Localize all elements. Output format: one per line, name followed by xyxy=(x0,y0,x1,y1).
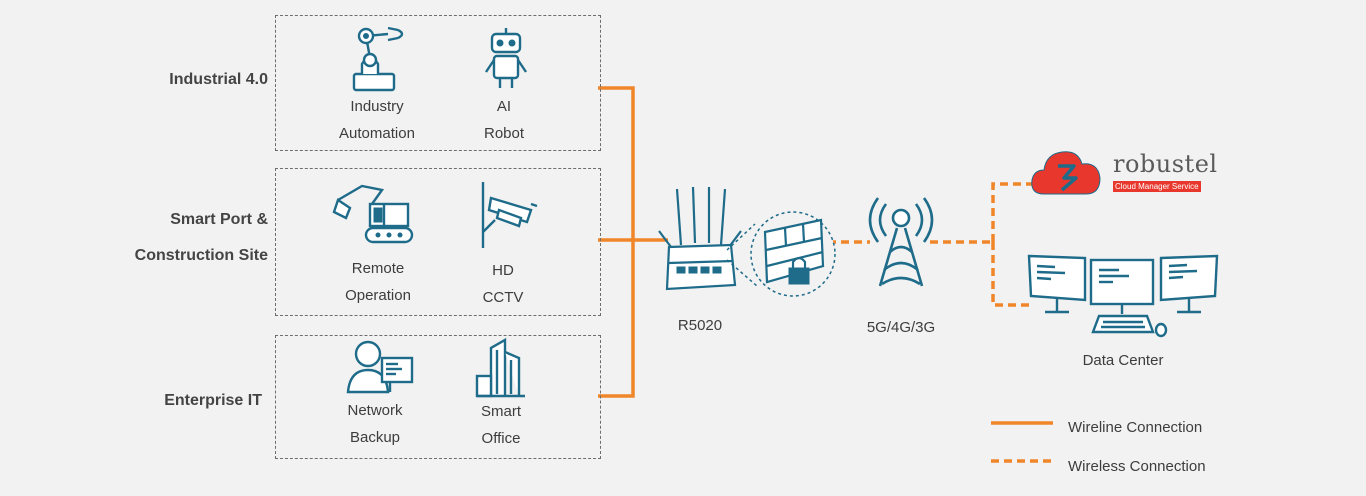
datacenter-label: Data Center xyxy=(1082,352,1164,369)
tower-label: 5G/4G/3G xyxy=(866,319,936,336)
category-smart-port-line2: Construction Site xyxy=(134,247,268,264)
category-smart-port-line1: Smart Port & xyxy=(170,211,268,228)
cloud-brand: robustel Cloud Manager Service xyxy=(1113,150,1218,194)
legend-wireless-line xyxy=(991,459,1053,463)
firewall-lock-icon xyxy=(726,211,836,297)
industrial-box xyxy=(275,15,601,151)
label-automation: Automation xyxy=(339,125,415,142)
robotic-arm-icon xyxy=(352,26,404,92)
label-network-backup: Network Backup xyxy=(315,397,435,451)
office-building-icon xyxy=(475,337,525,398)
label-ai-robot: AI Robot xyxy=(444,93,564,147)
legend-wireline-line xyxy=(991,421,1053,425)
smart-port-box xyxy=(275,168,601,316)
router-icon xyxy=(658,186,742,291)
label-network: Network xyxy=(347,402,403,419)
label-robot: Robot xyxy=(483,125,525,142)
wireless-to-datacenter xyxy=(991,242,1030,307)
cctv-camera-icon xyxy=(481,182,538,248)
excavator-icon xyxy=(332,184,414,244)
cell-tower-icon xyxy=(868,197,934,287)
robot-icon xyxy=(485,28,527,88)
label-operation: Operation xyxy=(345,287,411,304)
label-backup: Backup xyxy=(349,429,401,446)
label-office: Office xyxy=(481,430,521,447)
legend-wireless-label: Wireless Connection xyxy=(1068,458,1206,475)
category-enterprise: Enterprise IT xyxy=(164,392,262,409)
label-smart-office: Smart Office xyxy=(441,398,561,452)
category-smart-port: Smart Port & Construction Site xyxy=(90,202,268,274)
cloud-brand-name: robustel xyxy=(1113,150,1218,178)
label-remote-operation: Remote Operation xyxy=(318,255,438,309)
wireline-industrial xyxy=(598,86,635,398)
label-remote: Remote xyxy=(351,260,405,277)
user-computer-icon xyxy=(346,340,414,394)
label-hd: HD xyxy=(492,262,514,279)
label-industry: Industry xyxy=(350,98,404,115)
monitors-icon xyxy=(1027,254,1219,338)
cloud-brand-subtitle: Cloud Manager Service xyxy=(1113,181,1201,192)
router-label: R5020 xyxy=(677,317,723,334)
cloud-logo-icon xyxy=(1031,151,1101,195)
enterprise-box xyxy=(275,335,601,459)
legend-wireline-label: Wireline Connection xyxy=(1068,419,1203,436)
label-ai: AI xyxy=(496,98,512,115)
label-industry-automation: Industry Automation xyxy=(317,93,437,147)
label-smart: Smart xyxy=(480,403,521,420)
category-industrial: Industrial 4.0 xyxy=(169,71,268,88)
label-hd-cctv: HD CCTV xyxy=(443,257,563,311)
wireless-to-cloud xyxy=(991,182,1032,242)
label-cctv: CCTV xyxy=(482,289,524,306)
